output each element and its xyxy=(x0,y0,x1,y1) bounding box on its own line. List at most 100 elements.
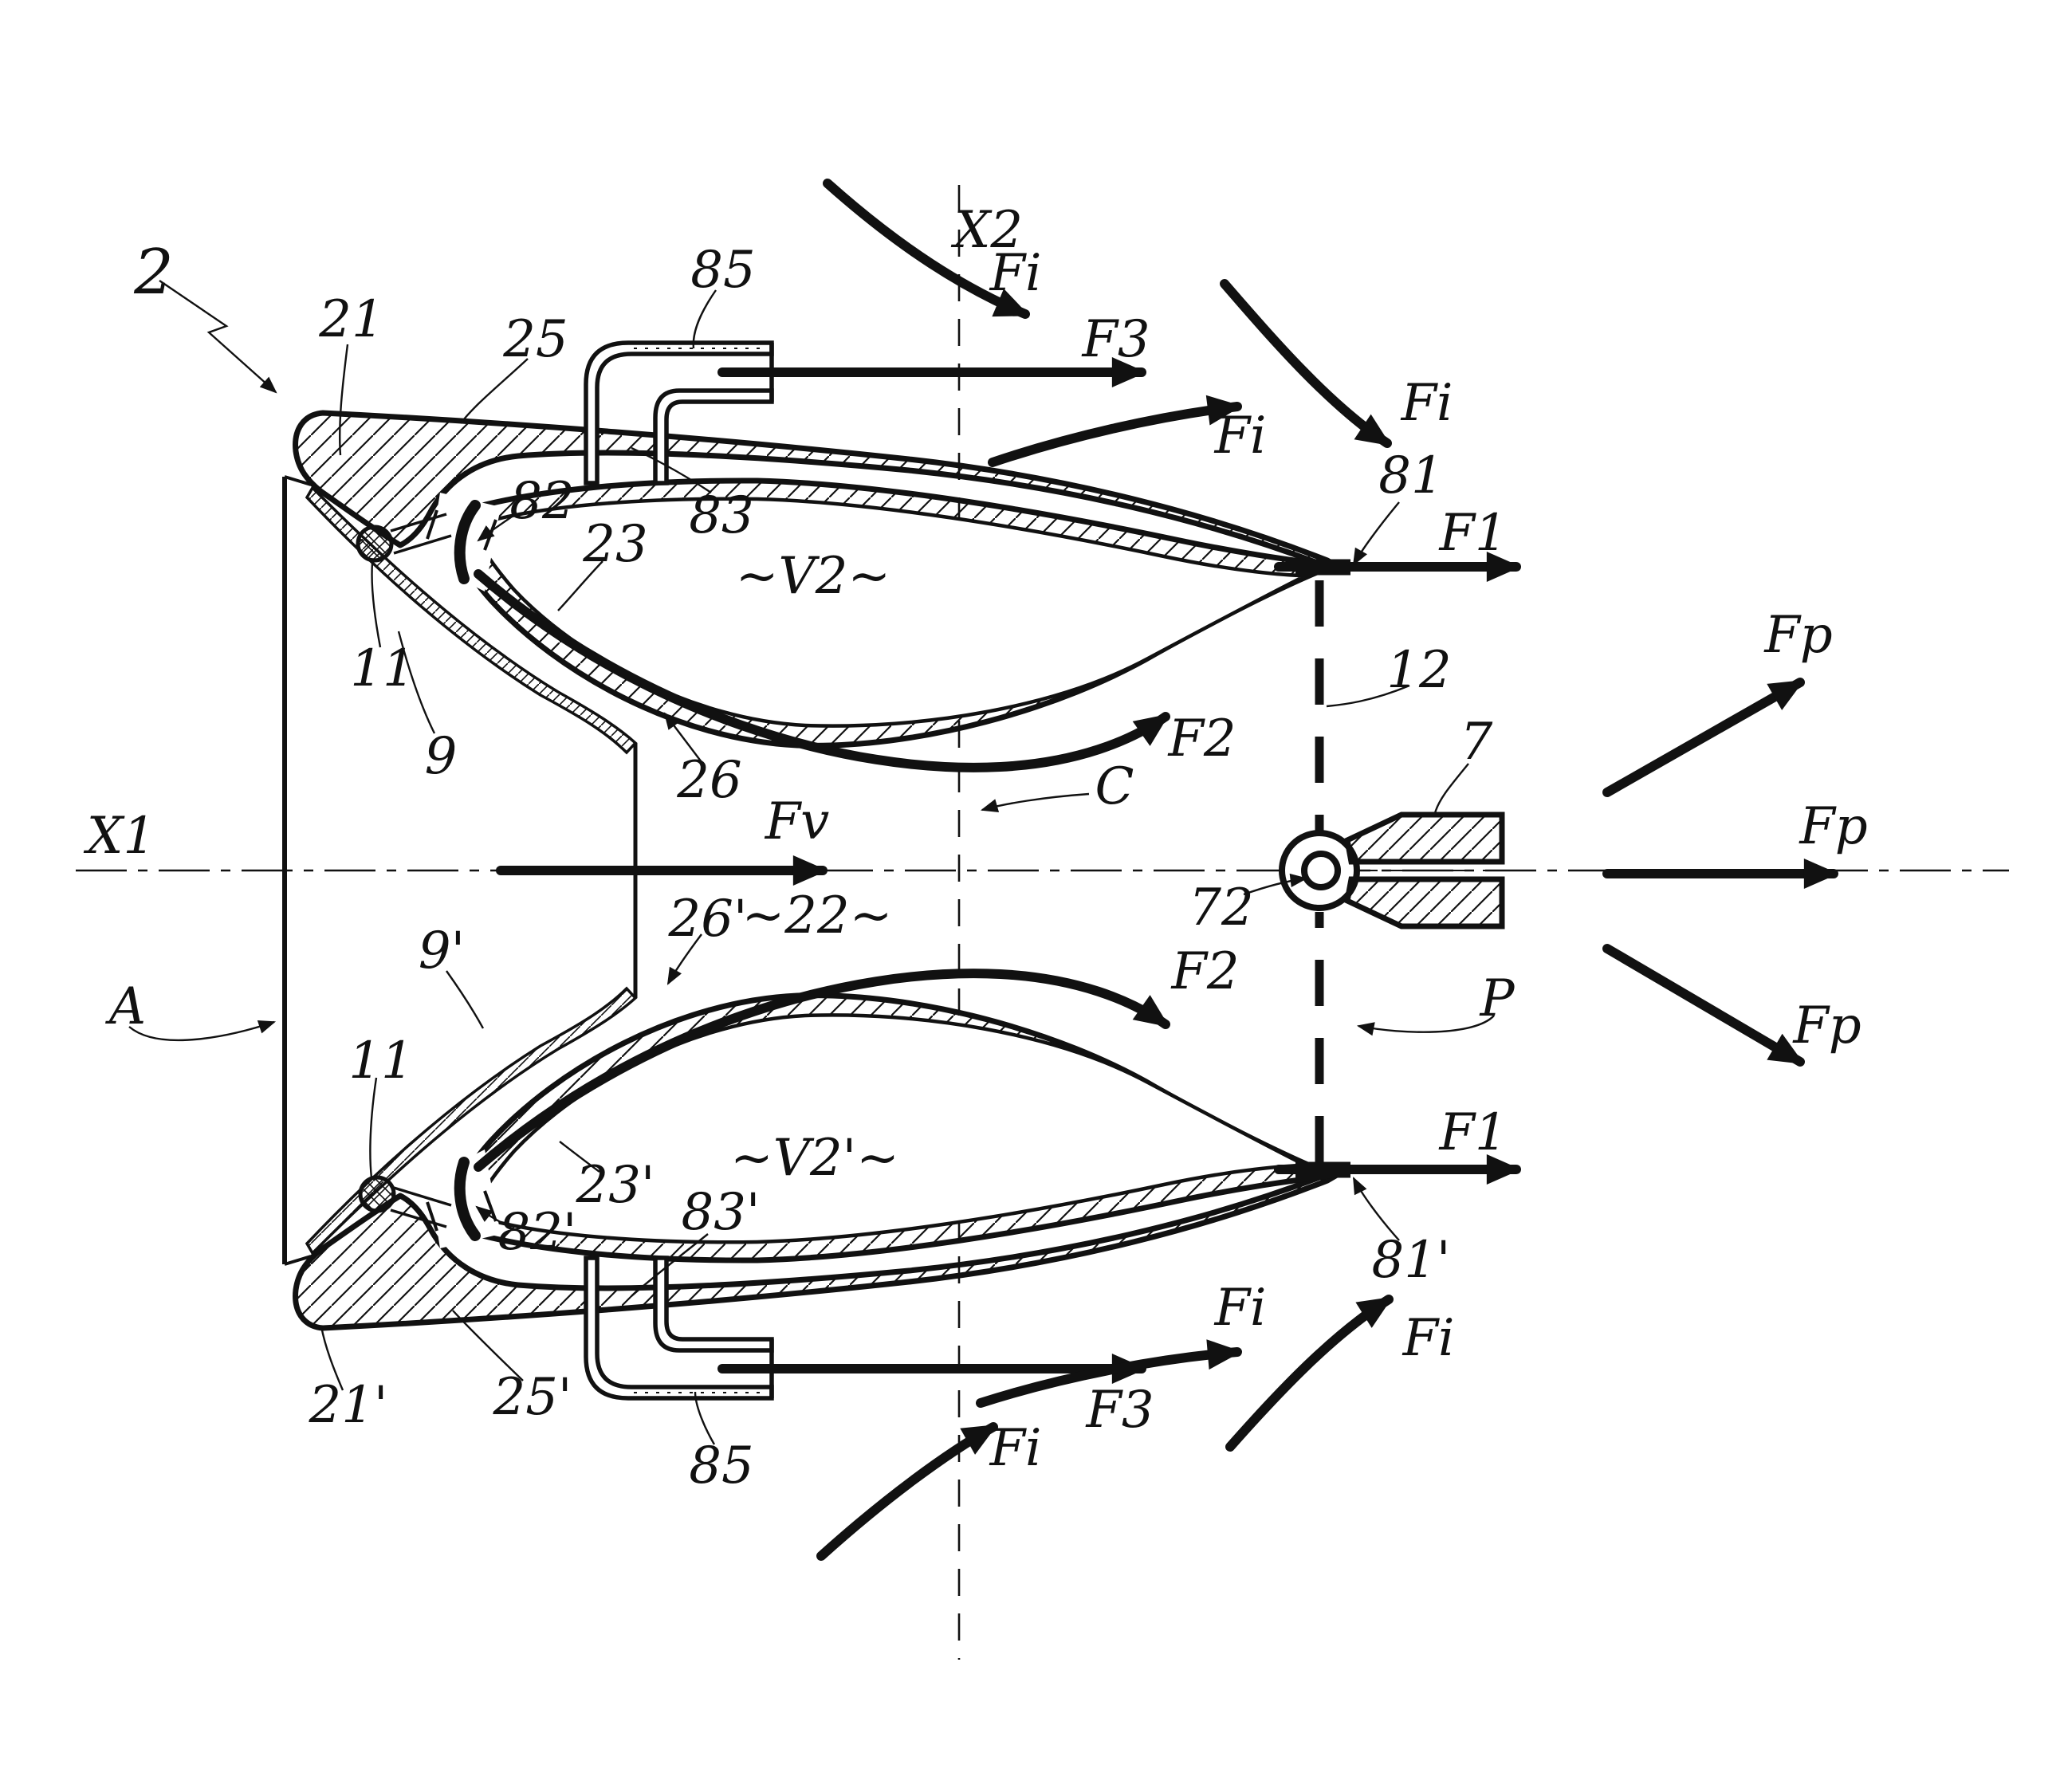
label-ref-72: 72 xyxy=(1189,878,1253,937)
nacelle-band-lower xyxy=(293,1172,1340,1331)
hub-pivot-circle-72 xyxy=(1301,851,1341,890)
flow-curve-26-f2 xyxy=(474,569,1170,772)
leader-a xyxy=(128,1020,277,1042)
arrow-fp-bot xyxy=(1602,944,1805,1067)
label-ref-9p: 9' xyxy=(419,922,465,980)
label-ref-11-bot: 11 xyxy=(348,1032,413,1091)
label-fi-x2-top: Fi xyxy=(989,244,1042,303)
label-ref-85-bot: 85 xyxy=(689,1436,753,1495)
leader-26p xyxy=(666,933,702,985)
label-axis-x1: X1 xyxy=(83,807,155,866)
leader-72 xyxy=(1243,873,1308,896)
leader-85-bot xyxy=(694,1391,716,1445)
leader-9 xyxy=(397,631,436,734)
label-ref-12: 12 xyxy=(1386,641,1451,700)
inlet-wall-step-bottom xyxy=(284,1255,312,1266)
leader-81p xyxy=(1352,1177,1400,1241)
label-ref-82: 82 xyxy=(509,472,574,531)
label-f3-bot: F3 xyxy=(1085,1381,1154,1440)
leader-82 xyxy=(477,513,517,542)
arrow-fi-x2-bot xyxy=(816,1422,998,1561)
label-fp-bot: Fp xyxy=(1792,996,1861,1055)
label-fi-mid-top: Fi xyxy=(1214,407,1267,466)
label-ref-11-top: 11 xyxy=(350,639,415,698)
leader-83p xyxy=(631,1233,709,1297)
label-fi-x2-bot: Fi xyxy=(989,1419,1042,1478)
bleed-elbow-duct-bottom xyxy=(584,1256,774,1401)
label-fp-top: Fp xyxy=(1763,606,1832,665)
label-ref-21: 21 xyxy=(318,290,383,349)
label-zone-v2: ~V2~ xyxy=(736,547,890,606)
label-plane-p: P xyxy=(1479,969,1515,1028)
leader-c xyxy=(980,792,1090,812)
leader-26 xyxy=(663,712,702,763)
nacelle-band-upper xyxy=(293,410,1340,569)
inlet-inner-wall-9-prime xyxy=(305,986,638,1256)
label-ref-21p: 21' xyxy=(308,1376,387,1435)
label-fi-right-top: Fi xyxy=(1401,374,1453,433)
bleed-elbow-duct-top xyxy=(584,340,774,485)
arrow-fp-top xyxy=(1602,678,1805,797)
leader-11-bot xyxy=(369,1077,378,1179)
leader-11-top xyxy=(371,562,382,648)
label-ref-2: 2 xyxy=(133,237,174,308)
pivot-circle-11-upper xyxy=(356,525,394,563)
flap-82-prime xyxy=(454,1157,481,1241)
flap-82 xyxy=(454,500,481,584)
inlet-wall-step-top xyxy=(284,475,312,486)
label-f3-top: F3 xyxy=(1081,310,1150,369)
leader-lines xyxy=(128,280,1495,1445)
label-f2-bot: F2 xyxy=(1170,942,1239,1001)
leader-9p xyxy=(446,970,485,1029)
arrow-fi-right-bot xyxy=(1225,1295,1394,1452)
label-f1-top: F1 xyxy=(1438,504,1507,563)
leader-25p xyxy=(452,1310,524,1381)
leader-21p xyxy=(320,1326,344,1391)
label-ref-26: 26 xyxy=(676,751,741,810)
label-ref-81p: 81' xyxy=(1371,1231,1450,1290)
label-ref-23p: 23' xyxy=(575,1156,655,1215)
label-f2-top: F2 xyxy=(1167,709,1236,768)
leader-21 xyxy=(339,344,349,456)
leader-23p xyxy=(559,1141,600,1173)
leader-83 xyxy=(631,446,712,493)
flow-curve-26p-f2 xyxy=(474,969,1170,1172)
arrow-fi-x2-top xyxy=(823,179,1030,319)
leader-23 xyxy=(557,560,603,611)
leader-2 xyxy=(159,280,277,394)
label-zone-v2p: ~V2'~ xyxy=(730,1129,899,1188)
arrow-fi-mid-top xyxy=(988,395,1243,467)
leader-12 xyxy=(1326,684,1410,708)
label-fp-mid: Fp xyxy=(1799,797,1867,856)
labels: 2 21 25 85 83 82 23 11 9 26 ~V2~ X1 Fv 2… xyxy=(83,201,1868,1495)
label-force-fv: Fv xyxy=(765,792,830,851)
label-ref-82p: 82' xyxy=(497,1203,576,1262)
hub-7 xyxy=(1279,812,1505,929)
force-arrows xyxy=(496,179,1839,1561)
arrow-fi-right-top xyxy=(1220,279,1392,448)
label-plane-c: C xyxy=(1095,757,1134,816)
label-axis-x2: X2 xyxy=(950,201,1023,260)
leader-82p xyxy=(475,1205,514,1231)
arrow-fi-mid-bot xyxy=(976,1339,1243,1408)
leader-25 xyxy=(460,358,529,424)
leader-85-top xyxy=(692,289,717,349)
label-plane-a: A xyxy=(105,977,146,1036)
label-zone-22: ~22~ xyxy=(742,886,893,945)
leader-p xyxy=(1356,1015,1495,1036)
leader-7 xyxy=(1433,763,1469,814)
label-ref-25: 25 xyxy=(502,310,568,369)
label-fi-mid-bot: Fi xyxy=(1214,1279,1267,1338)
label-f1-bot: F1 xyxy=(1438,1103,1507,1162)
label-ref-85-top: 85 xyxy=(690,241,755,300)
label-ref-25p: 25' xyxy=(492,1368,572,1427)
leader-81 xyxy=(1352,501,1400,566)
label-ref-83: 83 xyxy=(689,486,753,545)
pivot-circle-11-lower xyxy=(358,1175,396,1213)
label-ref-26p: 26' xyxy=(667,890,747,949)
label-ref-7: 7 xyxy=(1460,713,1493,772)
inlet-inner-wall-9 xyxy=(305,485,638,755)
label-ref-83p: 83' xyxy=(681,1183,760,1242)
label-ref-81: 81 xyxy=(1378,446,1443,505)
